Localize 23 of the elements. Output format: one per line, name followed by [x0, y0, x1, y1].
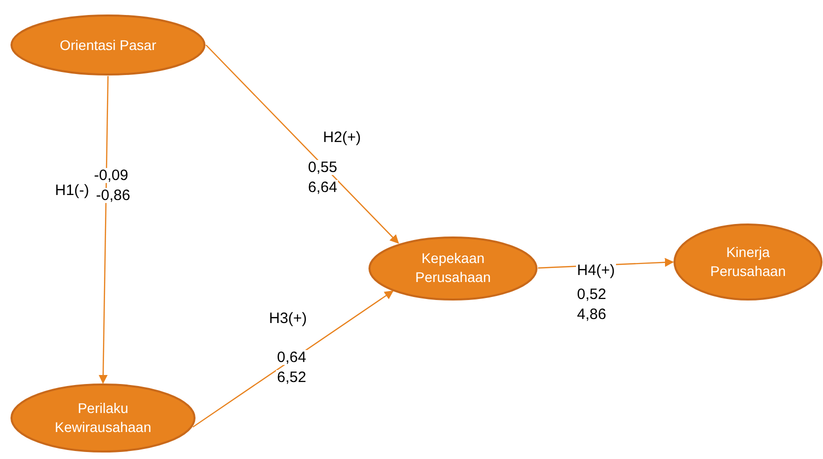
arrow [98, 76, 109, 384]
path-coefficient: -0,86 [95, 188, 132, 203]
edge-label: H4(+) [576, 263, 616, 278]
ellipse-node [368, 236, 538, 300]
node-label: Perilaku Kewirausahaan [54, 399, 152, 437]
ellipse-node [673, 223, 823, 301]
path-coefficient: 6,52 [276, 370, 308, 385]
node-label: Kinerja Perusahaan [709, 243, 787, 281]
path-coefficient: -0,09 [93, 168, 130, 183]
node-label: Kepekaan Perusahaan [414, 249, 492, 287]
path-coefficient: 4,86 [576, 307, 608, 322]
path-coefficient: 6,64 [307, 180, 338, 195]
ellipse-node [10, 383, 196, 453]
path-coefficient: 0,52 [576, 287, 608, 302]
ellipse-node [10, 14, 206, 76]
edge-label: H2(+) [322, 130, 362, 145]
edge-label: H1(-) [54, 183, 90, 198]
path-coefficient: 0,55 [307, 160, 338, 175]
arrow [192, 290, 394, 428]
node-label: Orientasi Pasar [58, 36, 158, 54]
arrow [206, 44, 399, 244]
path-coefficient: 0,64 [276, 350, 308, 365]
edge-label: H3(+) [268, 311, 308, 326]
